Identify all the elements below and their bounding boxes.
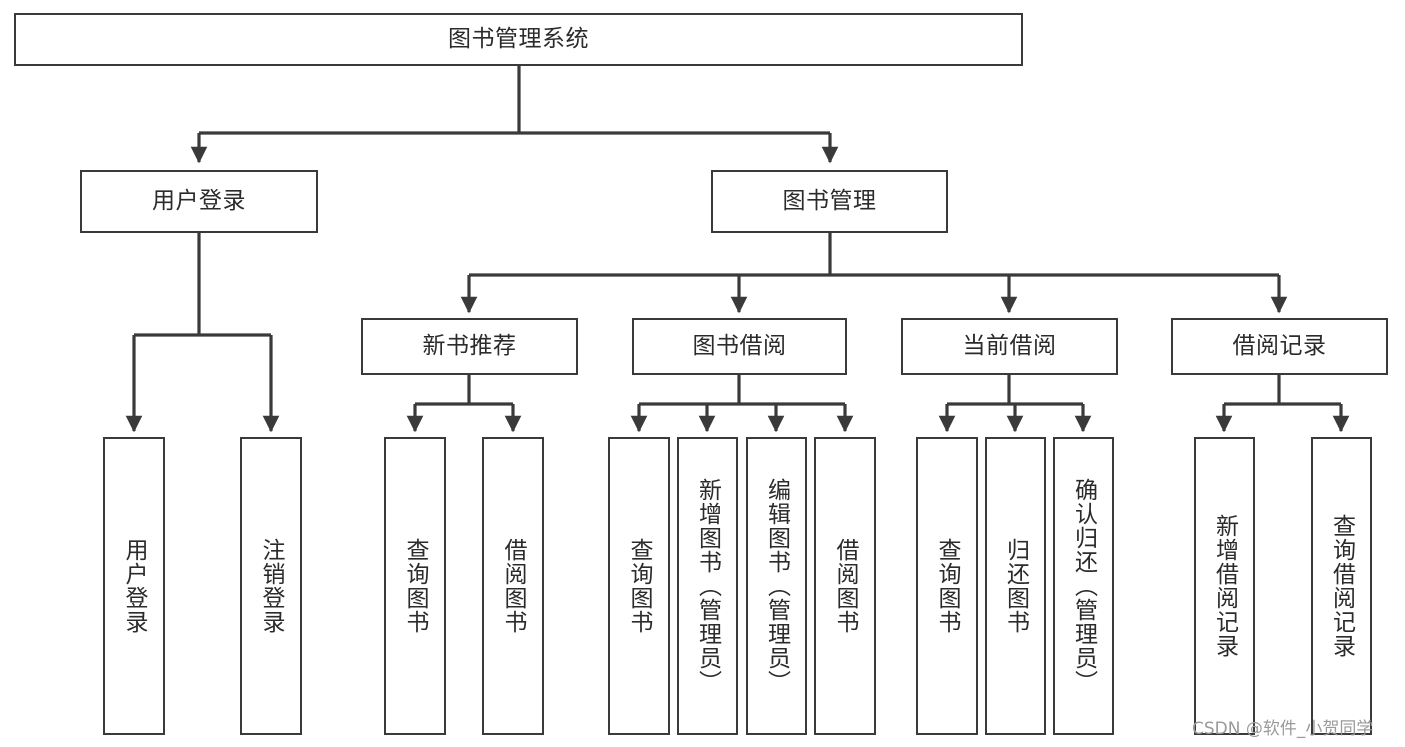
- node-label: 用户登录: [152, 187, 246, 214]
- leaf-query-book-borrow[interactable]: 查询图书: [608, 437, 670, 735]
- node-label: 查询图书: [626, 538, 653, 634]
- node-label: 新增图书（管理员）: [694, 478, 721, 694]
- node-label: 图书管理系统: [448, 25, 589, 52]
- leaf-query-book-new[interactable]: 查询图书: [384, 437, 446, 735]
- node-root-system[interactable]: 图书管理系统: [14, 13, 1023, 66]
- leaf-user-login[interactable]: 用户登录: [103, 437, 165, 735]
- node-label: 编辑图书（管理员）: [763, 478, 790, 694]
- leaf-add-book-admin[interactable]: 新增图书（管理员）: [677, 437, 738, 735]
- node-label: 新书推荐: [422, 332, 517, 359]
- leaf-confirm-return-admin[interactable]: 确认归还（管理员）: [1053, 437, 1114, 735]
- leaf-borrow-book-new[interactable]: 借阅图书: [482, 437, 544, 735]
- node-borrow-record[interactable]: 借阅记录: [1171, 318, 1388, 375]
- node-label: 归还图书: [1002, 538, 1029, 634]
- node-user-login[interactable]: 用户登录: [80, 170, 318, 233]
- leaf-user-logout[interactable]: 注销登录: [240, 437, 302, 735]
- leaf-borrow-book[interactable]: 借阅图书: [814, 437, 876, 735]
- node-book-management[interactable]: 图书管理: [711, 170, 948, 233]
- watermark-label: CSDN @软件_小贺同学: [1192, 719, 1374, 739]
- leaf-return-book[interactable]: 归还图书: [985, 437, 1046, 735]
- node-label: 用户登录: [121, 538, 148, 634]
- leaf-query-book-current[interactable]: 查询图书: [916, 437, 978, 735]
- node-current-borrow[interactable]: 当前借阅: [901, 318, 1118, 375]
- leaf-edit-book-admin[interactable]: 编辑图书（管理员）: [746, 437, 807, 735]
- node-label: 图书借阅: [692, 332, 787, 359]
- node-label: 查询图书: [934, 538, 961, 634]
- node-label: 注销登录: [258, 538, 285, 634]
- node-label: 借阅记录: [1232, 332, 1327, 359]
- node-label: 借阅图书: [832, 538, 859, 634]
- leaf-add-borrow-record[interactable]: 新增借阅记录: [1194, 437, 1255, 735]
- node-label: 当前借阅: [962, 332, 1057, 359]
- node-label: 借阅图书: [500, 538, 527, 634]
- node-label: 确认归还（管理员）: [1070, 478, 1097, 694]
- node-label: 查询借阅记录: [1328, 514, 1355, 658]
- node-label: 查询图书: [402, 538, 429, 634]
- node-new-book-recommend[interactable]: 新书推荐: [361, 318, 578, 375]
- node-label: 新增借阅记录: [1211, 514, 1238, 658]
- leaf-query-borrow-record[interactable]: 查询借阅记录: [1311, 437, 1372, 735]
- node-label: 图书管理: [782, 187, 877, 214]
- node-book-borrow[interactable]: 图书借阅: [632, 318, 847, 375]
